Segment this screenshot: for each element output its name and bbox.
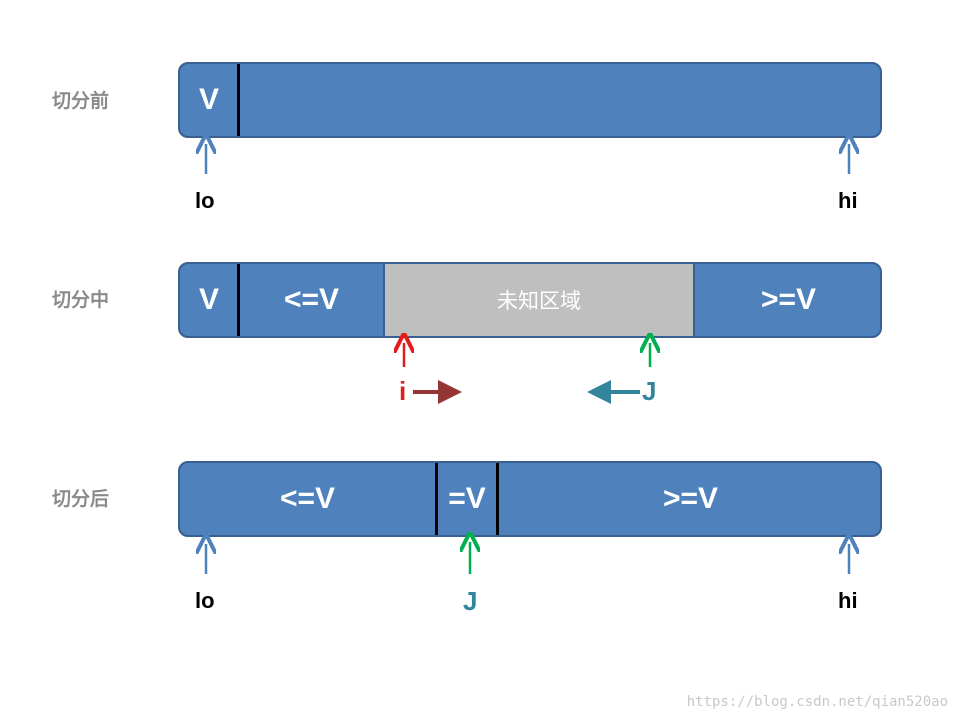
marker-lo: lo <box>195 188 215 213</box>
segment-greater-equal: >=V <box>760 283 817 316</box>
segment-unknown-region: 未知区域 <box>383 264 695 336</box>
watermark: https://blog.csdn.net/qian520ao <box>686 694 948 710</box>
array-bar-before: V <box>178 62 882 138</box>
segment-equal: =V <box>448 482 486 515</box>
divider-pivot <box>237 64 240 136</box>
row-label-after: 切分后 <box>52 488 110 510</box>
row-label-before: 切分前 <box>52 90 110 112</box>
segment-less-equal: <=V <box>279 482 336 515</box>
marker-hi: hi <box>838 188 858 213</box>
marker-lo: lo <box>195 588 215 613</box>
segment-pivot: V <box>198 83 219 116</box>
row-label-during: 切分中 <box>52 289 110 311</box>
pointer-i-label: i <box>399 376 407 406</box>
divider-right <box>496 463 499 535</box>
divider-left <box>435 463 438 535</box>
pointer-j-label: J <box>642 376 657 406</box>
segment-pivot: V <box>198 283 219 316</box>
array-bar-during: V <=V 未知区域 >=V <box>178 262 882 338</box>
pointer-j-label: J <box>463 586 478 616</box>
array-bar-after: <=V =V >=V <box>178 461 882 537</box>
segment-less-equal: <=V <box>283 283 340 316</box>
marker-hi: hi <box>838 588 858 613</box>
divider-pivot <box>237 264 240 336</box>
segment-greater-equal: >=V <box>662 482 719 515</box>
